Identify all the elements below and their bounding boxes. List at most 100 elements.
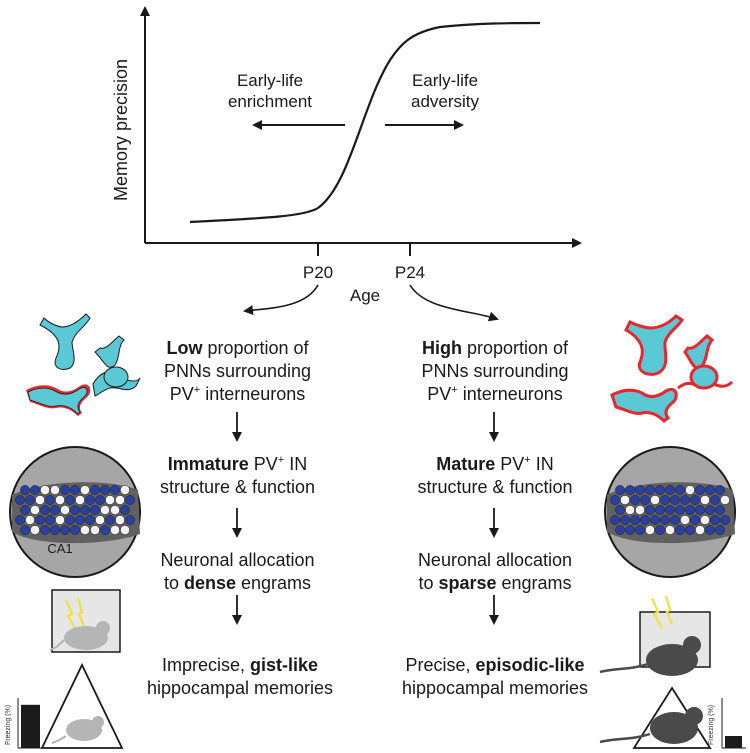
inactive-cell	[675, 525, 685, 535]
inactive-cell	[670, 495, 680, 505]
right-step-4: Precise, episodic-like hippocampal memor…	[401, 655, 589, 698]
inactive-cell	[90, 485, 100, 495]
active-cell	[110, 505, 120, 515]
inactive-cell	[50, 525, 60, 535]
inactive-cell	[85, 495, 95, 505]
inactive-cell	[710, 495, 720, 505]
active-cell	[90, 525, 100, 535]
inactive-cell	[710, 515, 720, 525]
shock-icon	[64, 597, 86, 631]
inactive-cell	[650, 515, 660, 525]
sigmoid-curve	[189, 21, 541, 224]
inactive-cell	[685, 525, 695, 535]
active-cell	[625, 505, 635, 515]
freezing-label-left: Freezing (%)	[5, 704, 12, 745]
inactive-cell	[705, 505, 715, 515]
ca1-label: CA1	[47, 541, 73, 556]
flow-arrows	[232, 412, 499, 625]
enrichment-label: Early-life enrichment	[227, 71, 313, 111]
pnn-neuron-icon-right-3	[610, 388, 678, 423]
freezing-bar-left	[21, 704, 40, 748]
inactive-cell	[615, 505, 625, 515]
inactive-cell	[125, 495, 135, 505]
inactive-cell	[40, 505, 50, 515]
inactive-cell	[610, 495, 620, 505]
active-cell	[35, 495, 45, 505]
active-cell	[55, 515, 65, 525]
inactive-cell	[20, 505, 30, 515]
right-step-2: Mature PV+ IN structure & function	[417, 454, 573, 497]
adversity-label: Early-life adversity	[410, 71, 480, 111]
inactive-cell	[50, 505, 60, 515]
inactive-cell	[655, 485, 665, 495]
inactive-cell	[15, 515, 25, 525]
left-step-1: Low proportion of PNNs surrounding PV+ i…	[163, 338, 312, 404]
context-box-icon-left	[49, 589, 121, 653]
active-cell	[50, 485, 60, 495]
y-axis-label: Memory precision	[111, 58, 131, 202]
inactive-cell	[630, 515, 640, 525]
inactive-cell	[720, 515, 730, 525]
active-cell	[650, 495, 660, 505]
context-triangle-icon-left	[40, 662, 124, 749]
freezing-bar-right	[725, 736, 742, 748]
active-cell	[100, 505, 110, 515]
inactive-cell	[60, 485, 70, 495]
inactive-cell	[715, 505, 725, 515]
active-cell	[55, 495, 65, 505]
active-cell	[30, 525, 40, 535]
active-cell	[635, 505, 645, 515]
inactive-cell	[715, 485, 725, 495]
curved-arrow-left	[243, 284, 319, 316]
inactive-cell	[70, 485, 80, 495]
freezing-chart-right	[721, 698, 746, 749]
inactive-cell	[655, 525, 665, 535]
inactive-cell	[20, 525, 30, 535]
inactive-cell	[75, 515, 85, 525]
inactive-cell	[35, 515, 45, 525]
inactive-cell	[660, 495, 670, 505]
inactive-cell	[70, 505, 80, 515]
inactive-cell	[680, 495, 690, 505]
inactive-cell	[665, 505, 675, 515]
inactive-cell	[675, 505, 685, 515]
inactive-cell	[30, 485, 40, 495]
inactive-cell	[85, 515, 95, 525]
active-cell	[110, 525, 120, 535]
active-cell	[685, 485, 695, 495]
inactive-cell	[100, 485, 110, 495]
inactive-cell	[645, 505, 655, 515]
active-cell	[645, 525, 655, 535]
pnn-neuron-icon-right-1	[624, 314, 684, 376]
active-cell	[720, 495, 730, 505]
inactive-cell	[640, 495, 650, 505]
active-cell	[700, 495, 710, 505]
inactive-cell	[705, 485, 715, 495]
pnn-neuron-icon-left	[26, 384, 91, 416]
active-cell	[695, 525, 705, 535]
left-step-4: Imprecise, gist-like hippocampal memorie…	[146, 655, 334, 698]
inactive-cell	[80, 505, 90, 515]
pnn-neuron-icon-right-2	[677, 334, 734, 390]
inactive-cell	[695, 485, 705, 495]
freezing-label-right: Freezing (%)	[708, 704, 715, 745]
inactive-cell	[690, 515, 700, 525]
inactive-cell	[635, 485, 645, 495]
inactive-cell	[645, 485, 655, 495]
inactive-cell	[100, 525, 110, 535]
inactive-cell	[610, 515, 620, 525]
inactive-cell	[715, 525, 725, 535]
inactive-cell	[670, 515, 680, 525]
tick-label-p20: P20	[302, 263, 334, 282]
x-axis-label: Age	[349, 286, 381, 305]
inactive-cell	[105, 515, 115, 525]
active-cell	[620, 495, 630, 505]
inactive-cell	[705, 525, 715, 535]
context-triangle-icon-right	[599, 686, 712, 749]
active-cell	[60, 505, 70, 515]
active-cell	[30, 505, 40, 515]
inactive-cell	[640, 515, 650, 525]
inactive-cell	[690, 495, 700, 505]
inactive-cell	[45, 495, 55, 505]
